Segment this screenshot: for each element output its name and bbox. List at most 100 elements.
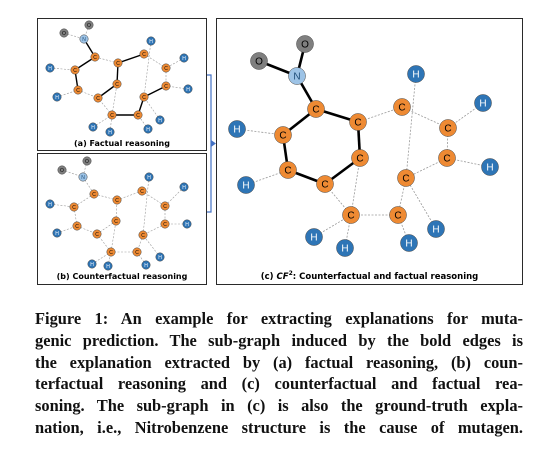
atom-node-o2: O xyxy=(296,35,314,53)
bond-edge xyxy=(82,160,88,178)
atom-node-h5: H xyxy=(146,36,156,46)
atom-circle xyxy=(113,58,123,68)
atom-node-h6: H xyxy=(427,220,445,238)
atom-node-h2: H xyxy=(52,228,62,238)
atom-label: C xyxy=(110,113,114,119)
atom-node-o1: O xyxy=(250,52,268,70)
atom-label: N xyxy=(293,72,300,83)
atom-label: O xyxy=(62,31,66,37)
atom-circle xyxy=(103,261,113,271)
atom-label: H xyxy=(90,262,94,268)
atom-circle xyxy=(439,119,457,137)
atom-label: H xyxy=(55,231,59,237)
atom-label: C xyxy=(93,55,97,61)
atom-node-h3: H xyxy=(179,182,189,192)
atom-circle xyxy=(407,65,425,83)
atom-node-h9: H xyxy=(103,261,113,271)
atom-node-h4: H xyxy=(182,219,192,229)
atom-circle xyxy=(160,219,170,229)
atom-label: H xyxy=(146,127,150,133)
bond-edge xyxy=(142,234,161,258)
caption-line: soning. The sub-graph in (c) is also the… xyxy=(35,396,523,416)
atom-label: O xyxy=(87,23,91,29)
atom-circle xyxy=(160,201,170,211)
atom-node-h9: H xyxy=(105,127,115,137)
panel-b-caption-text: (b) Counterfactual reasoning xyxy=(56,272,188,281)
atom-circle xyxy=(84,20,94,30)
atom-circle xyxy=(336,239,354,257)
atom-circle xyxy=(342,206,360,224)
atom-circle xyxy=(305,228,323,246)
atom-circle xyxy=(400,234,418,252)
caption-line: the explanation extracted by (a) factual… xyxy=(35,352,523,372)
atom-node-c3: C xyxy=(279,161,297,179)
bond-edge-bold xyxy=(117,53,145,64)
atom-circle xyxy=(112,195,122,205)
atom-circle xyxy=(438,149,456,167)
atom-circle xyxy=(73,85,83,95)
atom-circle xyxy=(88,122,98,132)
atom-label: C xyxy=(140,189,144,195)
atom-label: C xyxy=(354,118,361,129)
atom-node-h7: H xyxy=(143,124,153,134)
atom-node-h4: H xyxy=(481,158,499,176)
atom-circle xyxy=(155,252,165,262)
atom-label: C xyxy=(163,204,167,210)
atom-circle xyxy=(57,165,67,175)
atom-node-c5: C xyxy=(111,216,121,226)
atom-circle xyxy=(79,34,89,44)
atom-node-h1: H xyxy=(228,120,246,138)
bond-edge xyxy=(110,220,117,253)
atom-circle xyxy=(143,124,153,134)
atom-node-c9: C xyxy=(161,81,171,91)
atom-circle xyxy=(90,52,100,62)
atom-node-c8: C xyxy=(160,201,170,211)
atom-label: H xyxy=(242,181,249,192)
atom-node-h2: H xyxy=(237,176,255,194)
atom-node-h1: H xyxy=(45,199,55,209)
atom-node-c6: C xyxy=(113,58,123,68)
atom-label: C xyxy=(142,95,146,101)
atom-node-c10: C xyxy=(397,169,415,187)
atom-circle xyxy=(45,63,55,73)
figure-caption: Figure 1: An example for extracting expl… xyxy=(35,308,523,439)
atom-circle xyxy=(250,52,268,70)
atom-node-c7: C xyxy=(137,186,147,196)
bond-edge xyxy=(111,83,118,116)
atom-node-h6: H xyxy=(155,115,165,125)
atom-circle xyxy=(481,158,499,176)
atom-circle xyxy=(228,120,246,138)
atom-node-c3: C xyxy=(73,85,83,95)
atom-circle xyxy=(351,149,369,167)
caption-line: terfactual reasoning and (c) counterfact… xyxy=(35,374,523,394)
atom-node-h5: H xyxy=(144,172,154,182)
atom-label: C xyxy=(109,250,113,256)
atom-circle xyxy=(296,35,314,53)
atom-label: H xyxy=(185,222,189,228)
atom-label: H xyxy=(186,87,190,93)
atom-label: N xyxy=(81,175,85,181)
atom-label: C xyxy=(312,105,319,116)
atom-label: C xyxy=(284,166,291,177)
atom-node-h3: H xyxy=(179,53,189,63)
atom-circle xyxy=(139,92,149,102)
atom-node-c11: C xyxy=(389,206,407,224)
atom-label: C xyxy=(76,88,80,94)
atom-circle xyxy=(45,199,55,209)
atom-circle xyxy=(316,175,334,193)
atom-circle xyxy=(78,172,88,182)
atom-label: C xyxy=(163,222,167,228)
bond-edge xyxy=(142,176,150,236)
atom-label: C xyxy=(72,205,76,211)
atom-circle xyxy=(146,36,156,46)
atom-node-c12: C xyxy=(342,206,360,224)
atom-label: H xyxy=(432,225,439,236)
atom-circle xyxy=(349,113,367,131)
atom-node-c7: C xyxy=(139,49,149,59)
atom-circle xyxy=(70,65,80,75)
caption-line: genic prediction. The sub-graph induced … xyxy=(35,330,523,350)
atom-node-c10: C xyxy=(138,230,148,240)
atom-node-h8: H xyxy=(305,228,323,246)
